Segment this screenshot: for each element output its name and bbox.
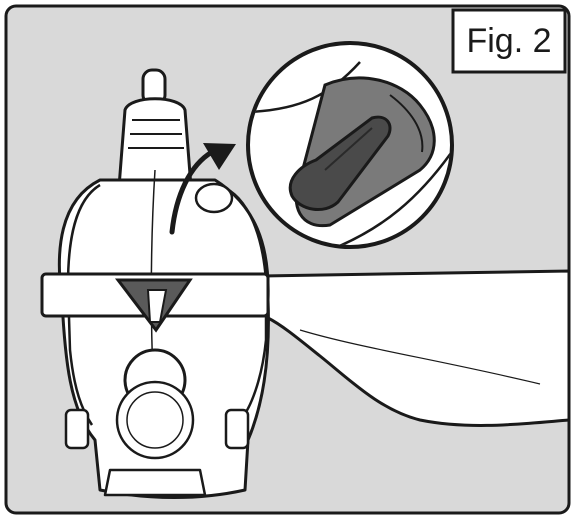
detail-lever-highlight xyxy=(324,127,373,171)
operator-arm xyxy=(260,269,571,427)
planer-front-shoe xyxy=(103,468,207,497)
magnified-detail-content xyxy=(250,45,450,245)
planer-tool xyxy=(40,68,270,499)
detail-housing-edge xyxy=(329,139,450,245)
figure-label-box xyxy=(451,8,567,74)
detail-lock-lever xyxy=(288,115,392,212)
planer-foot-right xyxy=(224,408,250,450)
detail-housing-edge xyxy=(250,61,361,114)
depth-scale-ring xyxy=(126,391,184,449)
detail-knob-rim xyxy=(389,94,424,153)
lock-lever xyxy=(146,289,168,323)
curved-arrow-icon xyxy=(169,149,215,235)
planer-handle xyxy=(116,97,194,202)
curved-arrow-head xyxy=(203,143,236,170)
planer-foot-left xyxy=(64,408,90,450)
arm-contour-line xyxy=(299,329,541,385)
planer-side-port xyxy=(194,182,234,214)
